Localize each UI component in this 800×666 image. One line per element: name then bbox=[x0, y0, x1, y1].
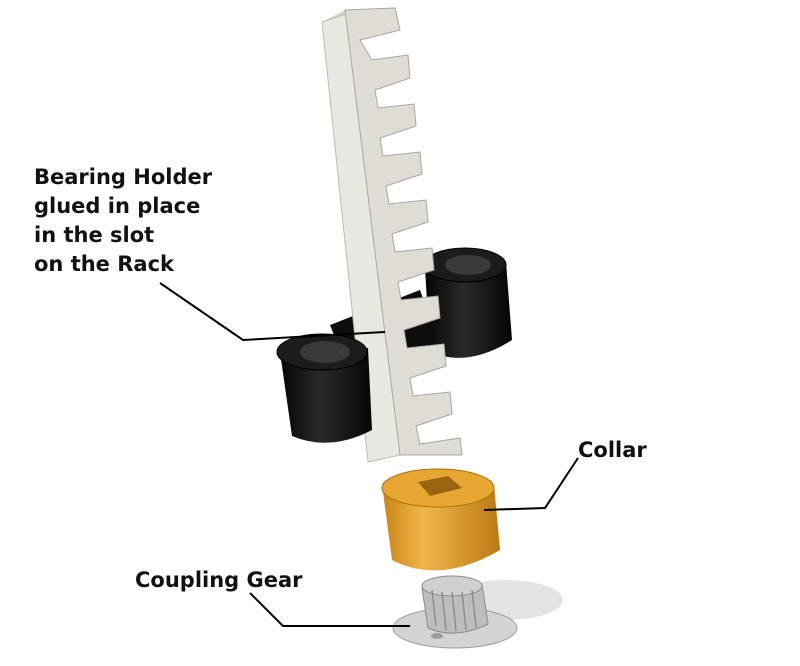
bearing-holder-label-line-2: glued in place bbox=[34, 194, 201, 218]
coupling-gear-part bbox=[392, 575, 563, 649]
coupling-gear-label-text: Coupling Gear bbox=[135, 568, 303, 592]
collar-label-text: Collar bbox=[578, 438, 647, 462]
bearing-holder-back-cylinder bbox=[425, 262, 512, 358]
collar-label: Collar bbox=[578, 436, 647, 465]
collar-square-hole bbox=[418, 476, 462, 496]
coupling-gear-teeth bbox=[421, 583, 489, 634]
coupling-gear-hole bbox=[431, 633, 443, 639]
rack-part bbox=[321, 7, 463, 463]
collar-leader-line bbox=[483, 457, 579, 511]
bearing-holder-front bbox=[276, 333, 372, 443]
coupling-gear-leader-line bbox=[249, 592, 410, 627]
bearing-holder-label-line-4: on the Rack bbox=[34, 252, 174, 276]
bearing-holder-label-line-1: Bearing Holder bbox=[34, 165, 213, 189]
bearing-holder-front-hole bbox=[300, 341, 350, 363]
bearing-holder-label-line-3: in the slot bbox=[34, 223, 155, 247]
rack-teeth-body bbox=[344, 7, 463, 456]
bearing-holder-front-cylinder bbox=[280, 348, 372, 443]
coupling-gear-tooth-lines bbox=[431, 589, 477, 632]
collar-body bbox=[383, 485, 500, 571]
collar-part bbox=[381, 468, 500, 571]
bearing-holder-back-hole bbox=[445, 255, 491, 275]
bearing-holder-label: Bearing Holder glued in place in the slo… bbox=[34, 163, 212, 279]
bearing-holder-leader-line bbox=[159, 282, 386, 342]
coupling-gear-label: Coupling Gear bbox=[135, 566, 303, 595]
